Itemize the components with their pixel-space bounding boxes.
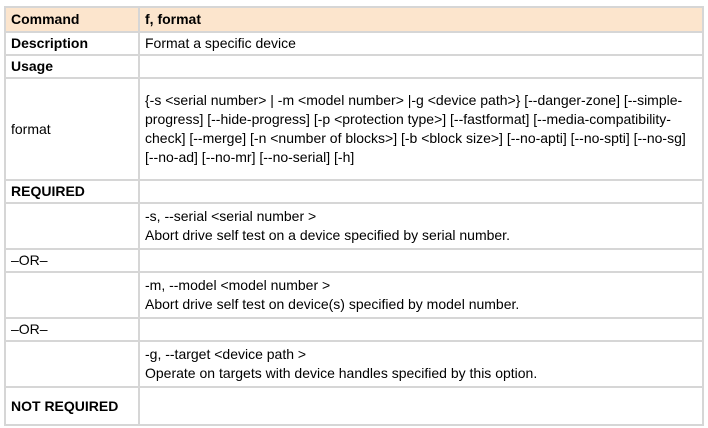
command-reference-table: Command f, format Description Format a s… xyxy=(4,6,704,426)
format-syntax-row: format {-s <serial number> | -m <model n… xyxy=(4,77,704,181)
not-required-value xyxy=(138,386,704,426)
command-row: Command f, format xyxy=(4,6,704,33)
not-required-label: NOT REQUIRED xyxy=(4,386,140,426)
target-option-label xyxy=(4,340,140,388)
description-value: Format a specific device xyxy=(138,31,704,56)
required-value xyxy=(138,179,704,204)
serial-option-value: -s, --serial <serial number > Abort driv… xyxy=(138,202,704,250)
target-option-value: -g, --target <device path > Operate on t… xyxy=(138,340,704,388)
model-option-value: -m, --model <model number > Abort drive … xyxy=(138,271,704,319)
command-label: Command xyxy=(4,6,140,33)
model-option-label xyxy=(4,271,140,319)
usage-value xyxy=(138,54,704,79)
not-required-row: NOT REQUIRED xyxy=(4,386,704,426)
target-option-row: -g, --target <device path > Operate on t… xyxy=(4,340,704,388)
command-value: f, format xyxy=(138,6,704,33)
or-label-2: –OR– xyxy=(4,317,140,342)
description-label: Description xyxy=(4,31,140,56)
or-row-1: –OR– xyxy=(4,248,704,273)
or-row-2: –OR– xyxy=(4,317,704,342)
model-option-row: -m, --model <model number > Abort drive … xyxy=(4,271,704,319)
or-value-1 xyxy=(138,248,704,273)
usage-label: Usage xyxy=(4,54,140,79)
or-label-1: –OR– xyxy=(4,248,140,273)
format-label: format xyxy=(4,77,140,181)
description-row: Description Format a specific device xyxy=(4,31,704,56)
or-value-2 xyxy=(138,317,704,342)
format-syntax-value: {-s <serial number> | -m <model number> … xyxy=(138,77,704,181)
usage-row: Usage xyxy=(4,54,704,79)
required-label: REQUIRED xyxy=(4,179,140,204)
serial-option-label xyxy=(4,202,140,250)
required-row: REQUIRED xyxy=(4,179,704,204)
serial-option-row: -s, --serial <serial number > Abort driv… xyxy=(4,202,704,250)
